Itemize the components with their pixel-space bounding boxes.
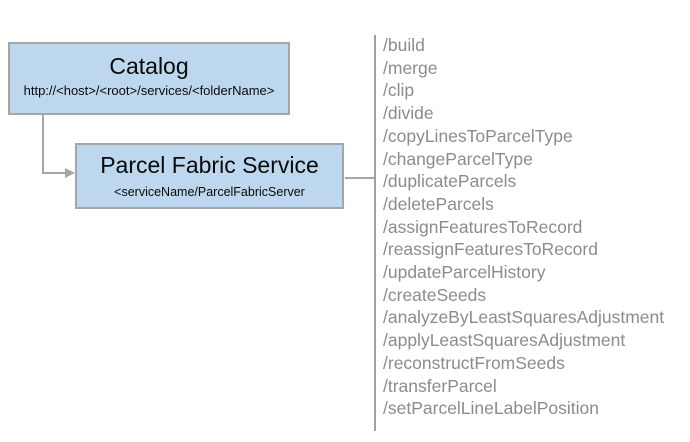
endpoint-item: /deleteParcels [383,193,494,214]
endpoint-item: /clip [383,80,415,101]
parcel-fabric-service-path: <serviceName/ParcelFabricServer [114,185,305,199]
endpoint-item: /merge [383,57,438,78]
service-to-endpoints-connector [345,177,374,179]
endpoint-item: /analyzeByLeastSquaresAdjustment [383,307,665,328]
endpoint-item: /setParcelLineLabelPosition [383,398,599,419]
endpoint-item: /duplicateParcels [383,171,517,192]
catalog-to-service-connector-horizontal [42,172,67,174]
catalog-title: Catalog [109,53,189,79]
endpoint-item: /divide [383,103,434,124]
endpoints-divider-line [374,35,376,431]
endpoint-item: /reconstructFromSeeds [383,352,565,373]
endpoint-item: /applyLeastSquaresAdjustment [383,330,626,351]
endpoint-item: /copyLinesToParcelType [383,125,573,146]
endpoint-item: /updateParcelHistory [383,262,546,283]
endpoint-item: /transferParcel [383,375,497,396]
catalog-node: Catalog http://<host>/<root>/services/<f… [8,42,290,115]
endpoint-item: /changeParcelType [383,148,533,169]
parcel-fabric-service-title: Parcel Fabric Service [100,152,319,178]
catalog-to-service-connector-vertical [42,115,44,174]
endpoints-list: /build /merge /clip /divide /copyLinesTo… [383,34,664,420]
arrow-right-icon [65,167,75,178]
endpoint-item: /createSeeds [383,284,487,305]
endpoint-item: /reassignFeaturesToRecord [383,239,598,260]
endpoint-item: /build [383,35,425,55]
parcel-fabric-service-node: Parcel Fabric Service <serviceName/Parce… [75,143,344,209]
endpoint-item: /assignFeaturesToRecord [383,216,583,237]
catalog-url: http://<host>/<root>/services/<folderNam… [23,83,275,98]
